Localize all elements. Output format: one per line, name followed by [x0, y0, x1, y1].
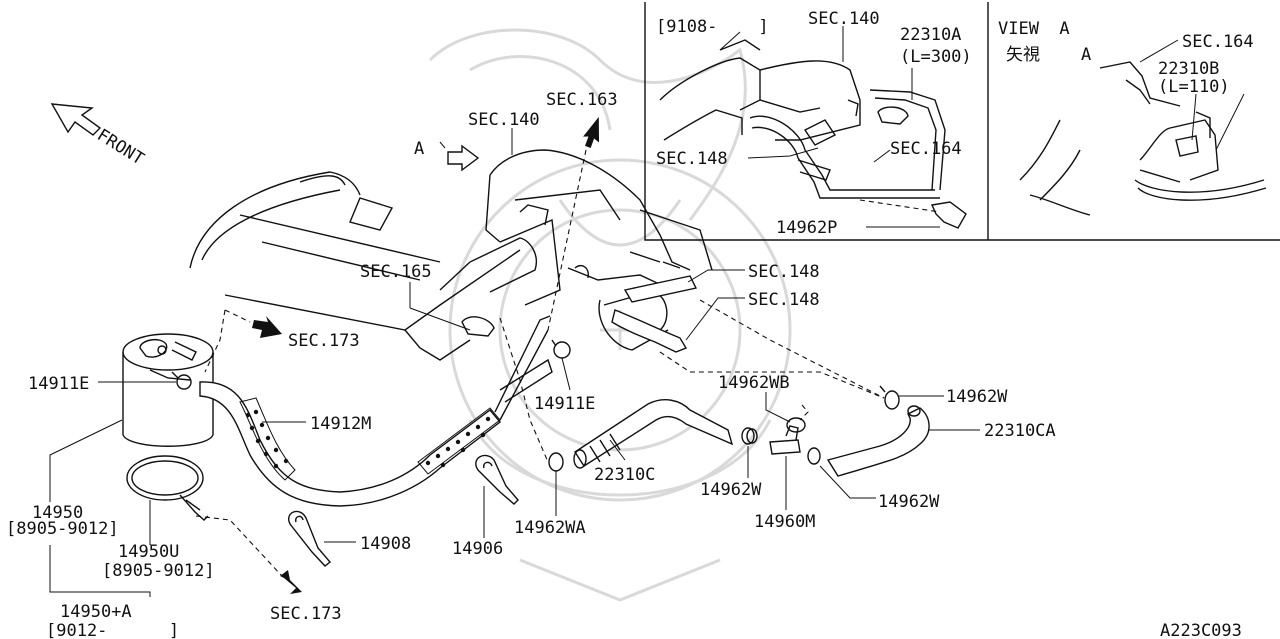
- clamp-14962wb: [786, 417, 806, 433]
- label-sec165: SEC.165: [360, 262, 432, 282]
- label-sec173-top: SEC.173: [288, 331, 360, 351]
- label-14962w-a: 14962W: [946, 387, 1008, 407]
- inset2-leaders: [1139, 39, 1245, 151]
- inset2-sec164: SEC.164: [1182, 32, 1254, 52]
- intake-assembly: [439, 149, 713, 353]
- label-14911e-left: 14911E: [28, 374, 89, 394]
- arrow-sec173-top-icon: [252, 316, 282, 338]
- inset2-drawing: [1019, 61, 1267, 216]
- diagram-code: A223C093: [1160, 621, 1242, 639]
- label-sec148-a: SEC.148: [748, 262, 820, 282]
- label-14962w-c: 14962W: [878, 492, 940, 512]
- label-22310c: 22310C: [594, 465, 655, 485]
- tie-14906: [475, 454, 519, 505]
- hose-22310c: [548, 399, 734, 472]
- label-sec140: SEC.140: [468, 110, 540, 130]
- inset2-part: 22310B: [1158, 59, 1219, 79]
- label-14962w-b: 14962W: [700, 480, 762, 500]
- inset1-clip: 14962P: [776, 218, 837, 238]
- inset1-length: (L=300): [900, 47, 972, 67]
- leader-lines: [49, 128, 980, 597]
- inset2-view: VIEW A: [998, 19, 1070, 39]
- inset1-sec140: SEC.140: [808, 9, 880, 29]
- label-14950a: 14950+A: [60, 602, 132, 622]
- label-sec163: SEC.163: [546, 90, 618, 110]
- view-marker-label: A: [414, 139, 424, 159]
- front-arrow-icon: [50, 103, 102, 136]
- label-14912m: 14912M: [310, 414, 371, 434]
- label-22310ca: 22310CA: [984, 421, 1056, 441]
- label-sec148-b: SEC.148: [748, 290, 820, 310]
- label-14911e-mid: 14911E: [534, 394, 595, 414]
- label-14960m: 14960M: [754, 512, 815, 532]
- label-14950: 14950: [32, 503, 83, 523]
- corrugated-hose: [199, 315, 553, 507]
- band-clamp: [126, 455, 209, 521]
- label-14950u: 14950U: [118, 542, 179, 562]
- clamp-14962w-top: [879, 385, 900, 410]
- connector-14960m: [769, 425, 801, 455]
- clamp-14962w-b: [807, 447, 821, 465]
- inset2-length: (L=110): [1158, 77, 1230, 97]
- inset1-sec148: SEC.148: [656, 149, 728, 169]
- label-14950-date: [8905-9012]: [6, 519, 119, 539]
- label-14950a-date: [9012- ]: [46, 621, 179, 639]
- clamp-14962w-a: [741, 427, 758, 445]
- clamp-14911e-mid: [551, 339, 571, 359]
- arrow-sec163-icon: [583, 116, 600, 148]
- inset1-date: [9108- ]: [656, 17, 769, 37]
- canister: [122, 333, 214, 447]
- arrow-sec173-bottom-icon: [280, 570, 302, 594]
- inset-frame: [644, 2, 1280, 241]
- inset2-view-jp: 矢視 A: [1006, 45, 1091, 65]
- inset1-drawing: [659, 39, 967, 229]
- engine-cover-outline: [189, 171, 521, 361]
- view-a-pointer-icon: [447, 144, 480, 172]
- inset1-leaders: [719, 26, 940, 228]
- inset1-part: 22310A: [900, 25, 961, 45]
- clamp-14911e-left: [171, 371, 192, 390]
- label-14962wb: 14962WB: [718, 373, 790, 393]
- label-sec173-bottom: SEC.173: [270, 604, 342, 624]
- label-14906: 14906: [452, 539, 503, 559]
- label-14962wa: 14962WA: [514, 518, 586, 538]
- inset1-sec164: SEC.164: [890, 139, 962, 159]
- clamp-near-sec148: [461, 316, 495, 337]
- label-14950u-date: [8905-9012]: [102, 561, 215, 581]
- dashed-connection-lines: [195, 149, 885, 577]
- tie-14908: [288, 510, 332, 567]
- front-label: FRONT: [93, 125, 147, 169]
- hose-22310ca: [826, 405, 930, 477]
- label-14908: 14908: [360, 534, 411, 554]
